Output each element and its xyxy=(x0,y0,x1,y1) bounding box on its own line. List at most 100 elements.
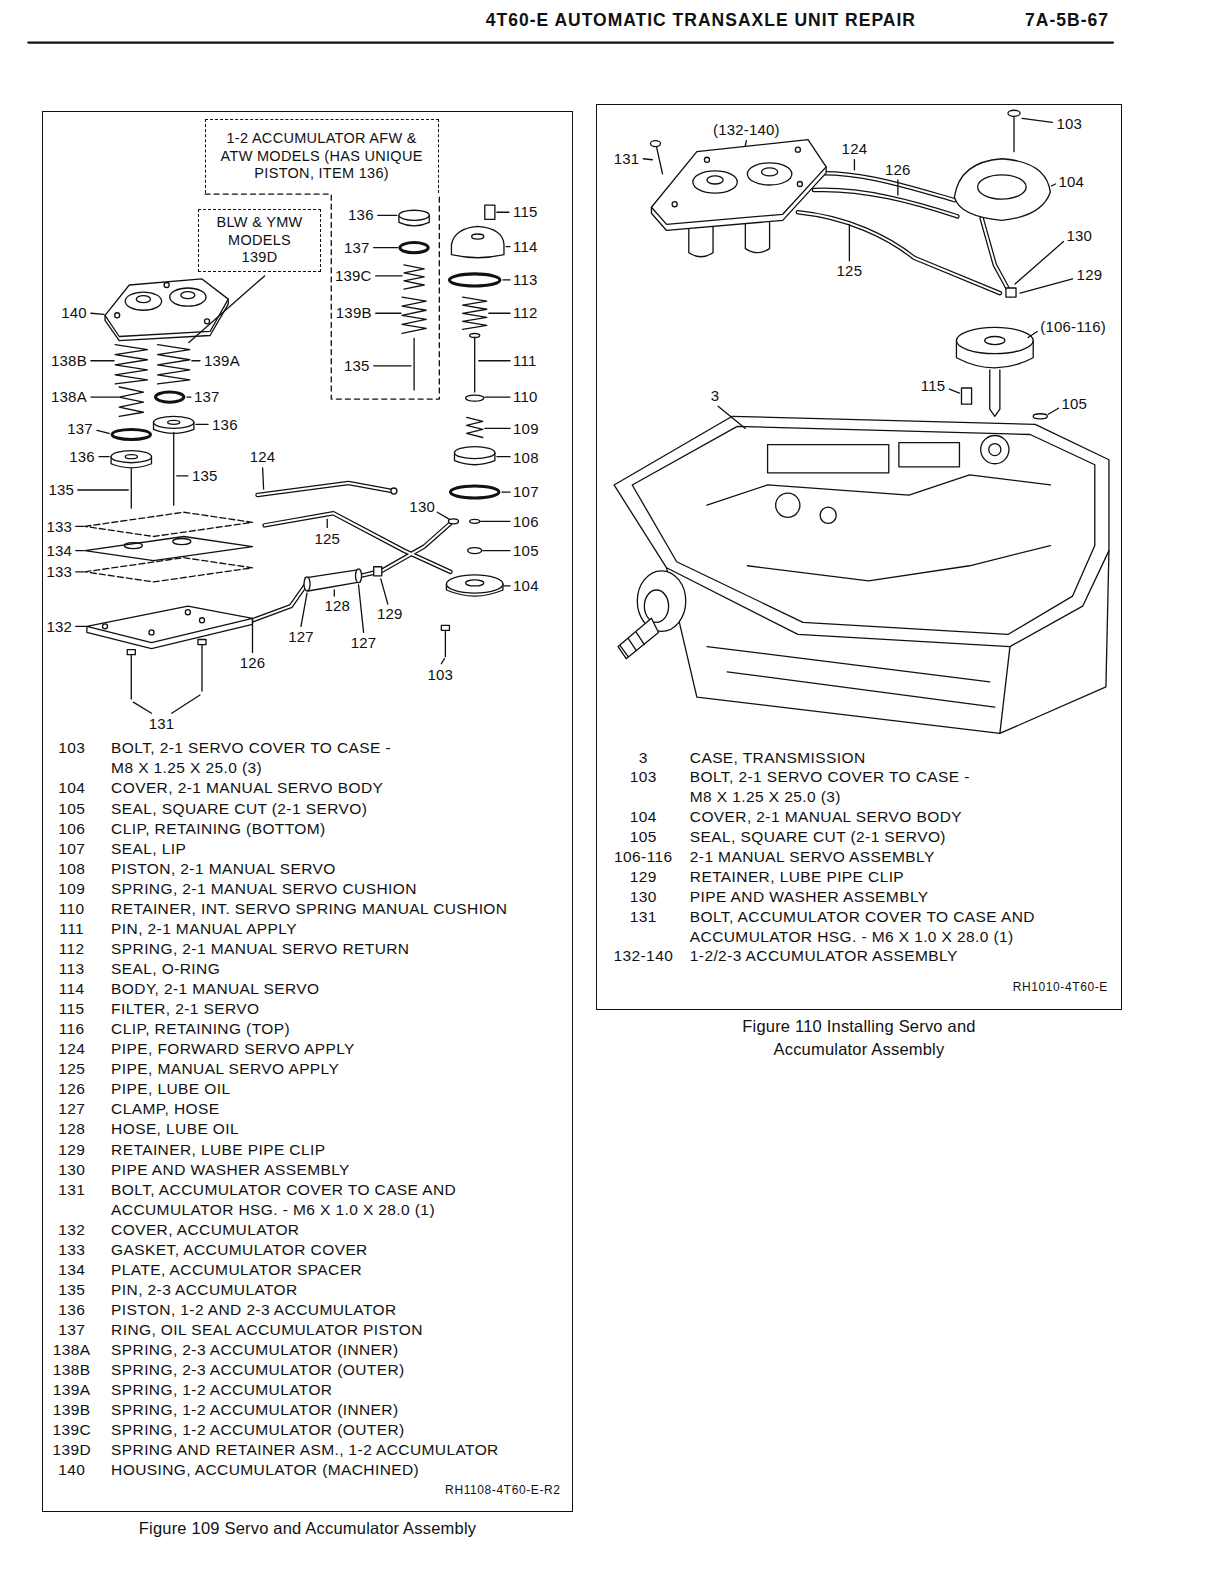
leader-line xyxy=(252,618,253,652)
lube-hose xyxy=(305,570,361,591)
servo-cover xyxy=(978,175,1026,199)
transmission-case xyxy=(820,507,836,523)
leader-line xyxy=(189,276,265,343)
leader-line xyxy=(76,212,510,713)
leader-line xyxy=(76,571,84,572)
part-description: COVER, ACCUMULATOR xyxy=(111,1220,560,1240)
callout-number: 128 xyxy=(325,597,351,614)
accumulator-spacer-plate xyxy=(173,538,191,544)
callout-number: 139B xyxy=(336,304,372,321)
spring xyxy=(115,345,147,384)
callout-number: (132-140) xyxy=(713,121,780,138)
part-number: 129 xyxy=(58,1140,85,1160)
callout-number: 130 xyxy=(1067,227,1093,244)
accumulator-housing xyxy=(136,296,150,303)
leader-line xyxy=(497,212,509,213)
pipe xyxy=(252,173,1007,620)
part-description: BOLT, 2-1 SERVO COVER TO CASE - M8 X 1.2… xyxy=(111,738,414,778)
part-number: 138A xyxy=(53,1340,91,1360)
callout-number: 133 xyxy=(46,518,72,535)
part-number: 113 xyxy=(59,959,85,979)
leader-line xyxy=(76,526,84,527)
servo-cover xyxy=(1013,115,1014,151)
part-number: 138B xyxy=(53,1360,91,1380)
servo-part xyxy=(472,234,484,239)
figure-caption: Figure 110 Installing Servo and Accumula… xyxy=(709,1015,1009,1061)
output-shaft xyxy=(618,571,686,659)
leader-line xyxy=(718,406,745,428)
lube-hose xyxy=(374,567,382,576)
model-note: BLW & YMW MODELS xyxy=(204,214,314,249)
leader-line xyxy=(849,224,850,260)
pipe xyxy=(258,483,392,495)
callout-number: 103 xyxy=(428,666,454,683)
lube-hose xyxy=(304,488,459,591)
servo-assembly xyxy=(956,327,1033,353)
callout-number: 124 xyxy=(842,140,868,157)
accumulator-assembly xyxy=(650,141,660,147)
bolt xyxy=(201,645,202,691)
accumulator-assembly xyxy=(693,171,737,193)
part-description: PIPE, LUBE OIL xyxy=(111,1079,560,1099)
piston xyxy=(111,451,151,463)
header-rule xyxy=(28,41,1113,43)
callout-number: 109 xyxy=(513,420,539,437)
callout-number: 103 xyxy=(1056,115,1082,132)
spring xyxy=(463,297,487,329)
piston xyxy=(154,416,194,428)
transmission-case xyxy=(768,445,889,473)
pin xyxy=(173,432,174,505)
callout-number: 104 xyxy=(513,577,539,594)
servo-part xyxy=(466,395,484,401)
callout-number: 125 xyxy=(314,530,340,547)
pipe xyxy=(798,212,1000,293)
servo-assembly xyxy=(985,337,1005,345)
leader-line xyxy=(78,489,128,490)
part-number: 125 xyxy=(58,1059,85,1079)
callout-number: 139A xyxy=(204,352,240,369)
leader-line xyxy=(76,626,86,627)
seal-ring xyxy=(450,486,498,498)
callout-number: 136 xyxy=(212,416,238,433)
part-number: 116 xyxy=(59,1019,85,1039)
servo-cover xyxy=(1006,288,1016,297)
callout-number: 135 xyxy=(192,467,218,484)
callout-number: 131 xyxy=(149,715,175,732)
leader-line xyxy=(91,396,118,397)
leader-line xyxy=(1022,118,1052,122)
part-number: 103 xyxy=(630,767,657,787)
part-description: SEAL, SQUARE CUT (2-1 SERVO) xyxy=(690,827,1119,847)
part-number: 105 xyxy=(58,799,85,819)
transmission-case xyxy=(707,647,995,708)
part-description: BOLT, ACCUMULATOR COVER TO CASE AND ACCU… xyxy=(111,1180,515,1220)
page-number: 7A-5B-67 xyxy=(1025,10,1109,30)
leader-line xyxy=(263,468,264,489)
leader-line xyxy=(99,456,109,457)
part-description: 1-2/2-3 ACCUMULATOR ASSEMBLY xyxy=(690,946,1119,966)
model-note-box: 1-2 ACCUMULATOR AFW & ATW MODELS (HAS UN… xyxy=(205,119,439,194)
pipe xyxy=(382,523,451,570)
callout-number: (106-116) xyxy=(1040,318,1106,335)
servo-part xyxy=(441,625,449,630)
accumulator-gasket xyxy=(85,558,253,582)
accumulator-assembly xyxy=(651,140,826,225)
leader-line xyxy=(1051,184,1055,186)
part-number: 124 xyxy=(58,1039,85,1059)
leader-line xyxy=(502,491,510,492)
callout-number: 138A xyxy=(51,388,87,405)
lube-hose xyxy=(356,569,362,583)
callout-number: 139C xyxy=(335,267,372,284)
pipe xyxy=(798,212,1000,293)
part-number: 109 xyxy=(58,879,85,899)
piston xyxy=(111,210,495,468)
transmission-case xyxy=(899,443,960,467)
pipe xyxy=(252,586,305,620)
leader-line xyxy=(1015,242,1063,284)
seal-ring xyxy=(400,243,428,253)
callout-number: 108 xyxy=(513,449,539,466)
model-note-box: BLW & YMW MODELS139D xyxy=(198,209,320,273)
callout-number: 104 xyxy=(1058,173,1084,190)
leader-line xyxy=(76,550,84,551)
part-description: RETAINER, LUBE PIPE CLIP xyxy=(111,1140,560,1160)
transmission-case xyxy=(776,493,800,517)
